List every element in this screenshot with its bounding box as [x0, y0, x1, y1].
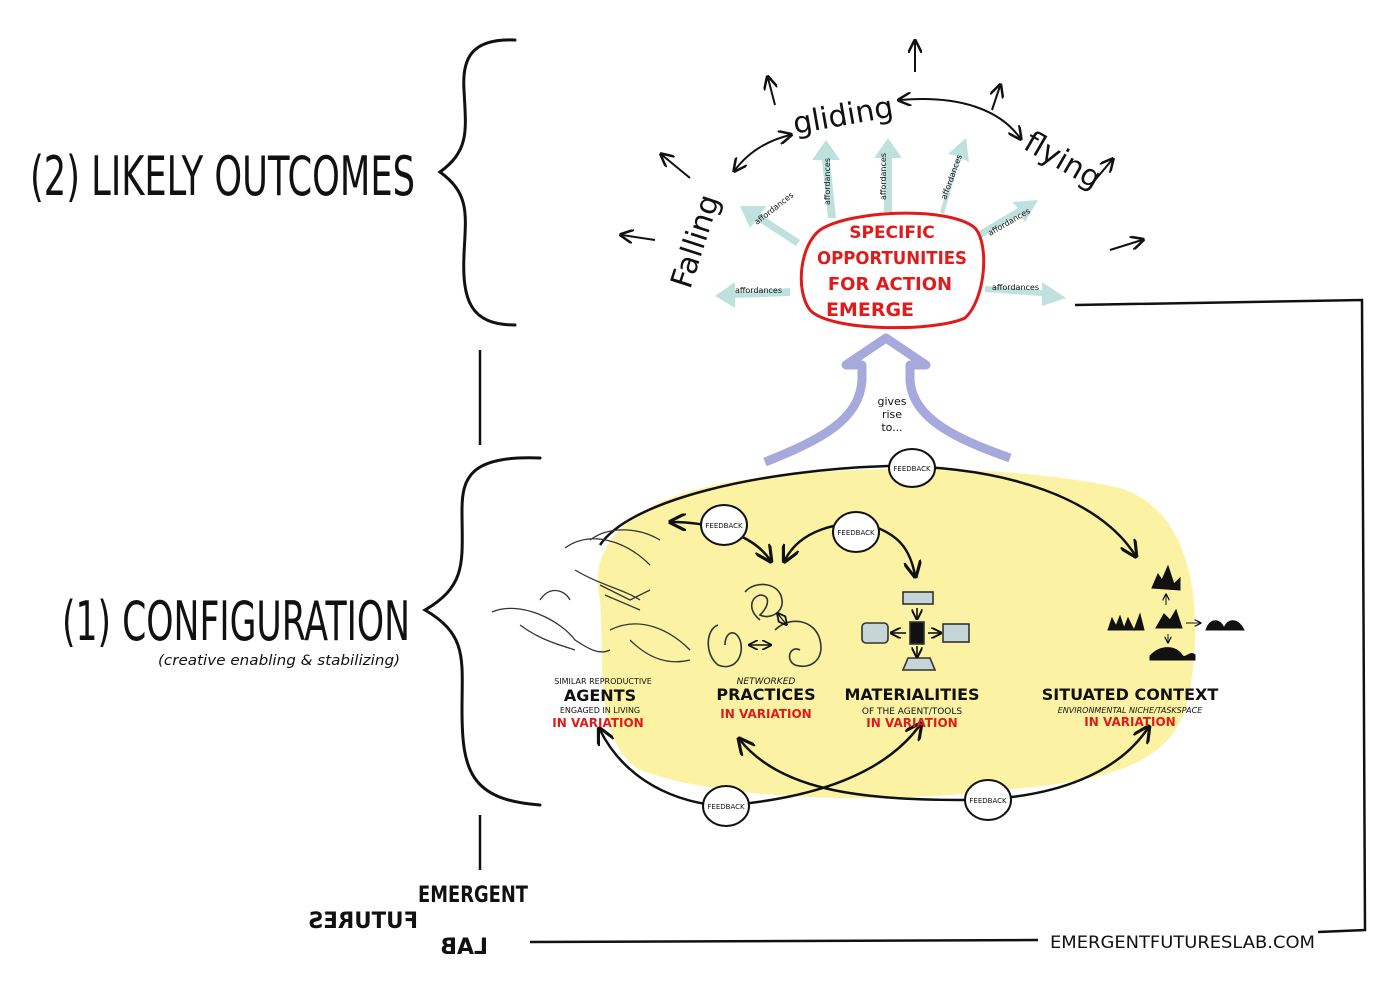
logo-line-3: LAB: [440, 935, 488, 960]
feedback-label: FEEDBACK: [893, 465, 931, 473]
practices-pre: NETWORKED: [737, 677, 796, 687]
agents-variation: IN VARIATION: [552, 716, 643, 730]
gives-rise-3: to...: [881, 421, 902, 434]
outcome-falling: Falling: [664, 190, 727, 292]
agents-sub: ENGAGED IN LIVING: [560, 706, 640, 715]
practice-arrows: [750, 614, 786, 645]
materiality-shapes: [861, 591, 970, 671]
context-sub: ENVIRONMENTAL NICHE/TASKSPACE: [1058, 706, 1203, 715]
outcome-flying: flying: [1018, 125, 1107, 197]
affordance-label: affordances: [987, 206, 1032, 237]
affordance-label: affordances: [939, 153, 964, 200]
feedback-label: FEEDBACK: [705, 522, 743, 530]
context-variation: IN VARIATION: [1084, 715, 1175, 729]
practices-variation: IN VARIATION: [720, 707, 811, 721]
affordance-label: affordances: [735, 286, 782, 295]
configuration-subheading: (creative enabling & stabilizing): [158, 653, 400, 669]
emergence-line-4: EMERGE: [826, 299, 914, 321]
agents-pre: SIMILAR REPRODUCTIVE: [554, 677, 652, 686]
outcomes-brace: [437, 38, 517, 327]
outcome-gliding: gliding: [790, 90, 896, 142]
materialities-title: MATERIALITIES: [844, 685, 979, 704]
feedback-label: FEEDBACK: [707, 803, 745, 811]
emergence-line-3: FOR ACTION: [828, 274, 952, 295]
affordance-label: affordances: [879, 153, 888, 200]
site-url[interactable]: EMERGENTFUTURESLAB.COM: [1050, 933, 1315, 953]
falling-gliding-arrow: [735, 135, 790, 170]
emergence-line-1: SPECIFIC: [849, 223, 935, 243]
configuration-heading: (1) CONFIGURATION: [62, 590, 410, 653]
outcomes-heading: (2) LIKELY OUTCOMES: [30, 145, 415, 208]
gives-rise-2: rise: [882, 408, 902, 421]
affordance-label: affordances: [992, 283, 1039, 292]
feedback-label: FEEDBACK: [837, 529, 875, 537]
practices-title: PRACTICES: [716, 685, 815, 704]
context-landscapes: [1107, 564, 1245, 661]
emergence-cloud: [799, 211, 986, 330]
logo-line-1: EMERGENT: [418, 883, 528, 908]
practice-knots: [707, 583, 822, 668]
logo-line-2: FUTURES: [308, 909, 418, 934]
gives-rise-1: gives: [877, 395, 906, 408]
affordance-label: affordances: [823, 158, 832, 205]
materialities-sub: OF THE AGENT/TOOLS: [862, 707, 963, 717]
emergence-line-2: OPPORTUNITIES: [817, 248, 967, 269]
context-title: SITUATED CONTEXT: [1042, 685, 1219, 704]
agents-title: AGENTS: [564, 686, 636, 705]
outer-loop-frame: [529, 298, 1367, 944]
gliding-flying-arrow: [900, 99, 1020, 138]
materialities-variation: IN VARIATION: [866, 716, 957, 730]
bird-sketches: [491, 529, 691, 663]
gives-rise-arrow: [763, 333, 1012, 467]
configuration-brace: [422, 456, 542, 807]
feedback-nodes: [700, 448, 1012, 827]
feedback-label: FEEDBACK: [969, 797, 1007, 805]
affordance-arrows: [715, 138, 1066, 308]
